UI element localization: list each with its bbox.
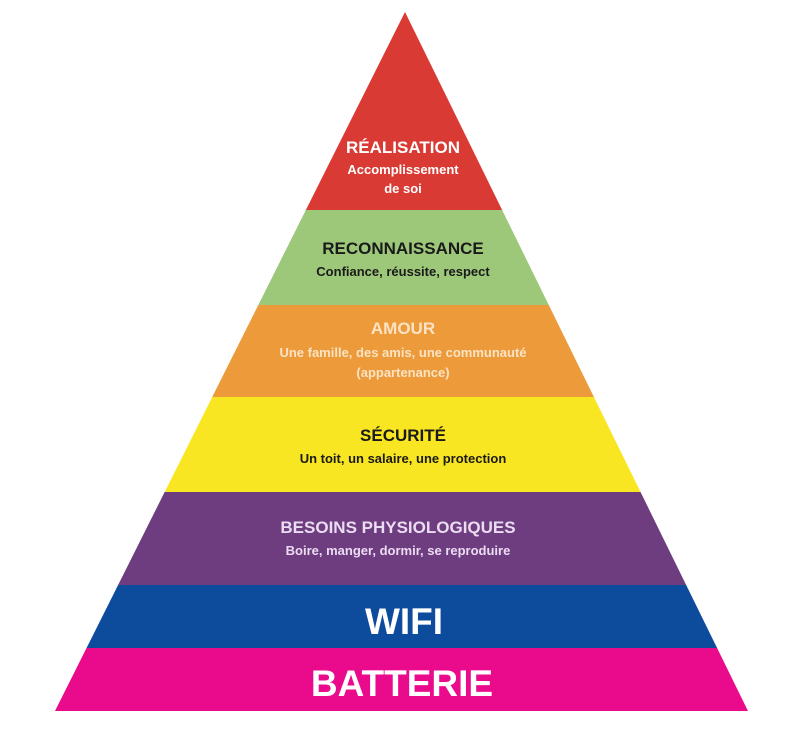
amour-title: AMOUR — [371, 319, 435, 338]
amour-line-2: (appartenance) — [356, 365, 449, 380]
realisation-line-2: de soi — [384, 181, 422, 196]
securite-title: SÉCURITÉ — [360, 426, 446, 445]
realisation-line-1: Accomplissement — [347, 162, 459, 177]
level-realisation-band — [55, 12, 748, 210]
batterie-title: BATTERIE — [311, 663, 493, 704]
amour-line-1: Une famille, des amis, une communauté — [279, 345, 526, 360]
securite-line-1: Un toit, un salaire, une protection — [300, 451, 507, 466]
physiologiques-line-1: Boire, manger, dormir, se reproduire — [286, 543, 511, 558]
level-wifi-band — [55, 585, 748, 648]
reconnaissance-line-1: Confiance, réussite, respect — [316, 264, 490, 279]
level-physiologiques-band — [55, 492, 748, 585]
level-batterie-band — [55, 648, 748, 711]
physiologiques-title: BESOINS PHYSIOLOGIQUES — [280, 518, 515, 537]
reconnaissance-title: RECONNAISSANCE — [322, 239, 484, 258]
wifi-title: WIFI — [365, 601, 443, 642]
realisation-title: RÉALISATION — [346, 138, 460, 157]
